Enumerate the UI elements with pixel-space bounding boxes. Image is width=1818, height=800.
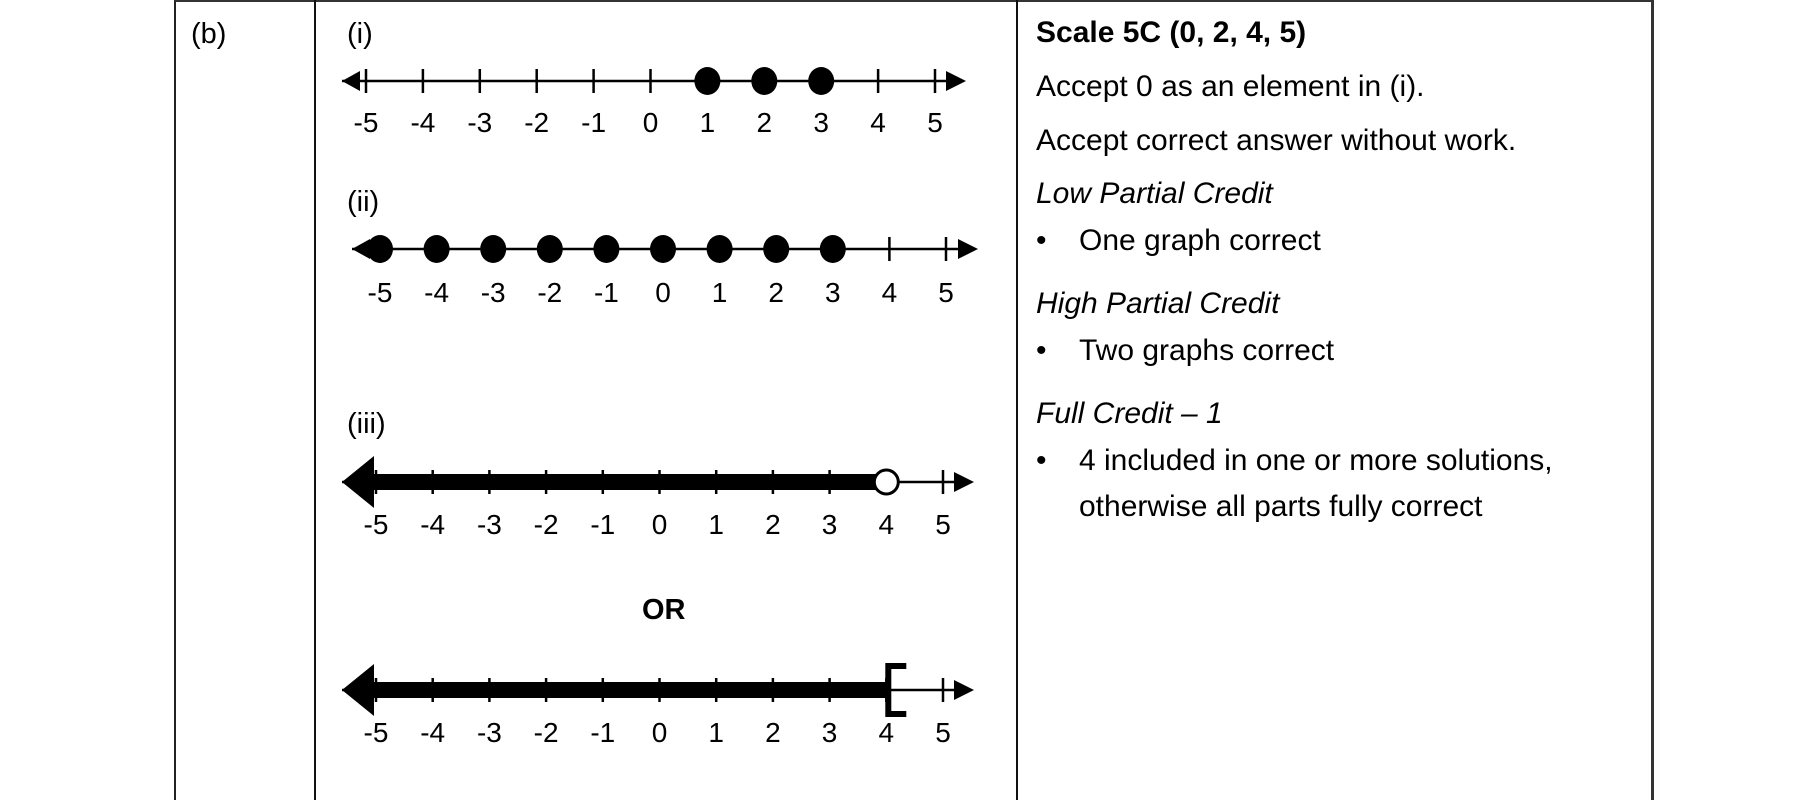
svg-text:1: 1 xyxy=(712,277,728,308)
or-label: OR xyxy=(642,594,686,626)
svg-text:-4: -4 xyxy=(424,277,449,308)
svg-text:5: 5 xyxy=(935,717,951,748)
svg-text:1: 1 xyxy=(700,107,716,138)
svg-text:1: 1 xyxy=(708,509,724,540)
svg-text:-5: -5 xyxy=(364,717,389,748)
svg-text:2: 2 xyxy=(765,717,781,748)
note-accept-zero: Accept 0 as an element in (i). xyxy=(1036,70,1425,103)
graph-label-ii: (ii) xyxy=(347,186,380,218)
table-divider-2 xyxy=(1016,0,1018,800)
full-credit-heading: Full Credit – 1 xyxy=(1036,397,1223,430)
svg-text:-1: -1 xyxy=(581,107,606,138)
svg-text:-4: -4 xyxy=(410,107,435,138)
svg-text:0: 0 xyxy=(652,509,668,540)
svg-text:-1: -1 xyxy=(590,717,615,748)
svg-text:3: 3 xyxy=(813,107,829,138)
svg-text:-2: -2 xyxy=(537,277,562,308)
svg-text:-2: -2 xyxy=(534,717,559,748)
bullet-icon: • xyxy=(1036,224,1047,257)
number-lines: -5 -4 -3 -2 -1 0 1 2 3 4 5 -5 -4 -3 -2 -1 0 1 2 3 4 5 -5 -4 -3 -2… xyxy=(342,67,978,748)
svg-text:5: 5 xyxy=(938,277,954,308)
svg-text:-1: -1 xyxy=(590,509,615,540)
svg-text:5: 5 xyxy=(935,509,951,540)
high-partial-heading: High Partial Credit xyxy=(1036,287,1280,320)
svg-text:4: 4 xyxy=(879,509,895,540)
note-accept-without-work: Accept correct answer without work. xyxy=(1036,124,1517,157)
svg-text:-2: -2 xyxy=(524,107,549,138)
svg-text:4: 4 xyxy=(879,717,895,748)
svg-text:1: 1 xyxy=(708,717,724,748)
table-divider-1 xyxy=(314,0,316,800)
svg-text:-3: -3 xyxy=(477,509,502,540)
graph-label-iii: (iii) xyxy=(347,408,386,440)
svg-text:-3: -3 xyxy=(467,107,492,138)
svg-text:-2: -2 xyxy=(534,509,559,540)
svg-text:3: 3 xyxy=(822,717,838,748)
scale-heading: Scale 5C (0, 2, 4, 5) xyxy=(1036,16,1307,49)
svg-text:-5: -5 xyxy=(354,107,379,138)
bullet-icon: • xyxy=(1036,334,1047,367)
svg-text:-5: -5 xyxy=(368,277,393,308)
svg-text:0: 0 xyxy=(643,107,659,138)
svg-text:3: 3 xyxy=(825,277,841,308)
svg-text:-4: -4 xyxy=(420,717,445,748)
svg-text:2: 2 xyxy=(765,509,781,540)
svg-text:3: 3 xyxy=(822,509,838,540)
low-partial-heading: Low Partial Credit xyxy=(1036,177,1273,210)
svg-text:0: 0 xyxy=(652,717,668,748)
bullet-icon: • xyxy=(1036,444,1047,477)
svg-text:4: 4 xyxy=(870,107,886,138)
svg-text:5: 5 xyxy=(927,107,943,138)
svg-text:-1: -1 xyxy=(594,277,619,308)
svg-text:2: 2 xyxy=(757,107,773,138)
svg-text:0: 0 xyxy=(655,277,671,308)
part-label: (b) xyxy=(191,18,227,50)
svg-text:-4: -4 xyxy=(420,509,445,540)
graph-label-i: (i) xyxy=(347,18,373,50)
svg-text:-3: -3 xyxy=(477,717,502,748)
svg-text:-3: -3 xyxy=(481,277,506,308)
rubric-table xyxy=(174,0,1654,800)
svg-text:-5: -5 xyxy=(364,509,389,540)
svg-text:4: 4 xyxy=(882,277,898,308)
svg-text:2: 2 xyxy=(768,277,784,308)
